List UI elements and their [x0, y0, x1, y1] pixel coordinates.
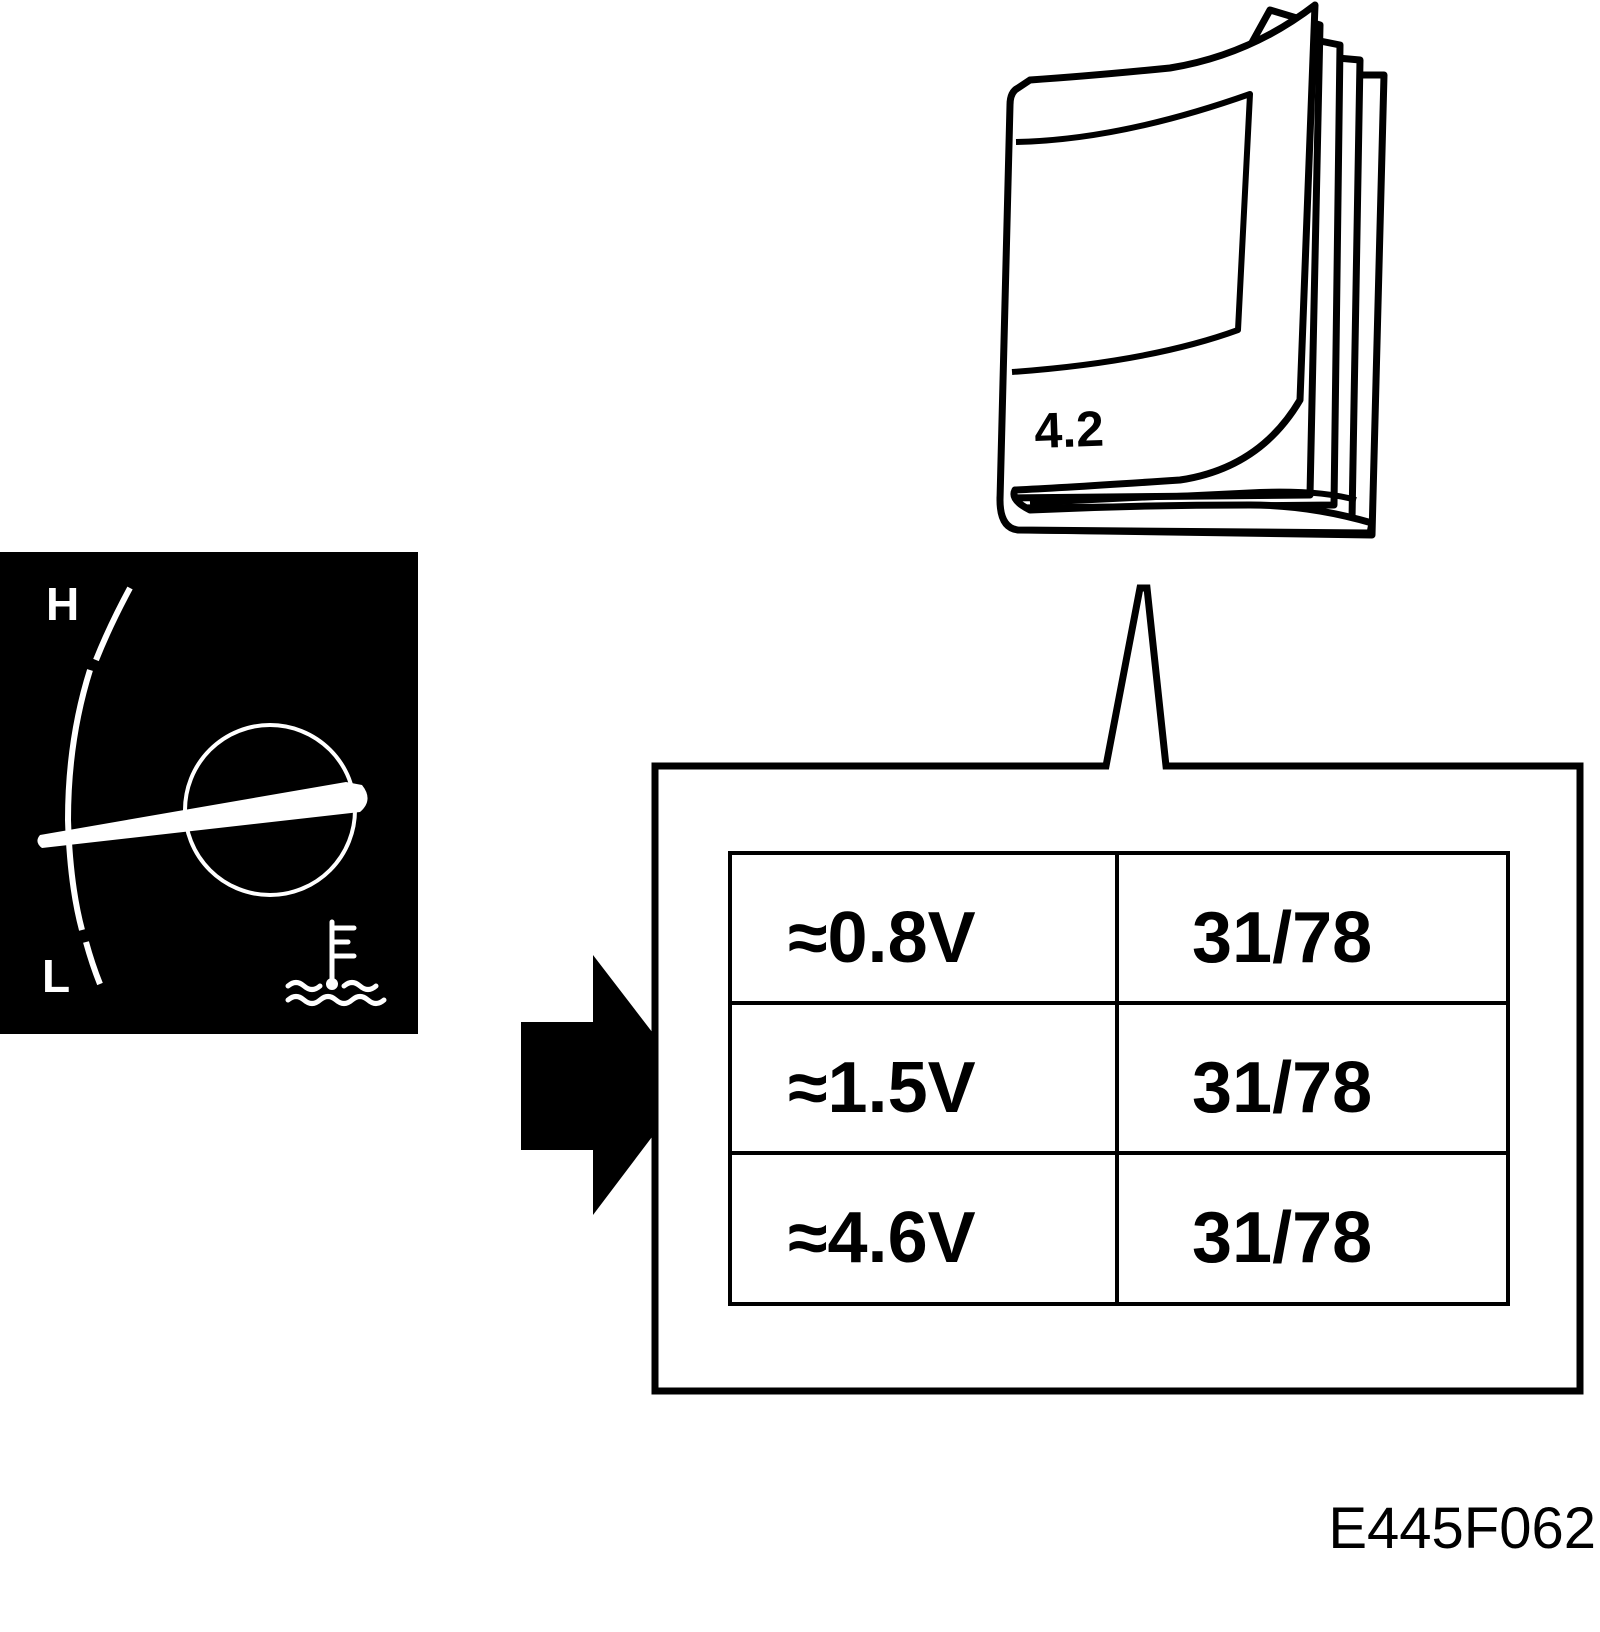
- figure-reference: E445F062: [1328, 1496, 1596, 1561]
- voltage-cell: ≈0.8V: [788, 898, 976, 978]
- voltage-table: ≈0.8V 31/78 ≈1.5V 31/78 ≈4.6V 31/78: [728, 851, 1510, 1306]
- voltage-cell: ≈1.5V: [788, 1048, 976, 1128]
- pins-cell: 31/78: [1192, 898, 1372, 978]
- gauge-low-label: L: [42, 950, 70, 1002]
- table-row: ≈0.8V 31/78: [788, 898, 1372, 978]
- table-row: ≈4.6V 31/78: [788, 1198, 1372, 1278]
- table-row: ≈1.5V 31/78: [788, 1048, 1372, 1128]
- manual-book-icon: [996, 1, 1388, 539]
- manual-label: 4.2: [1033, 401, 1104, 459]
- coolant-temperature-icon: [285, 919, 387, 1006]
- pins-cell: 31/78: [1192, 1048, 1372, 1128]
- voltage-cell: ≈4.6V: [788, 1198, 976, 1278]
- pins-cell: 31/78: [1192, 1198, 1372, 1278]
- temperature-gauge: H L: [0, 552, 418, 1034]
- gauge-high-label: H: [46, 578, 79, 630]
- gauge-needle: [37, 782, 368, 848]
- arrow-right-icon: [521, 955, 692, 1215]
- gauge-scale-arc: [64, 586, 133, 986]
